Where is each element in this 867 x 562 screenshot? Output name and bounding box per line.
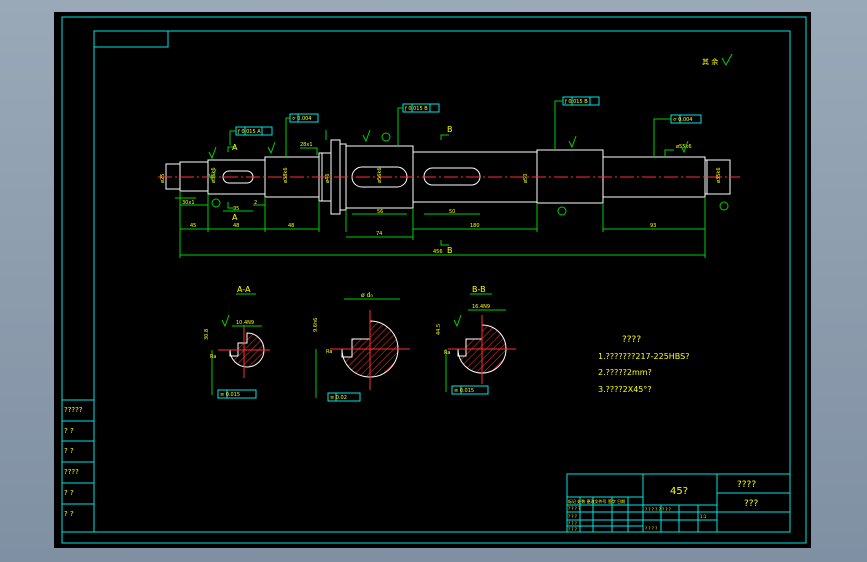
tech-req-line2: 2.?????2mm? xyxy=(598,368,652,377)
svg-text:Ra: Ra xyxy=(444,350,450,356)
svg-text:16.4N9: 16.4N9 xyxy=(472,304,490,310)
svg-text:30.8: 30.8 xyxy=(204,329,210,340)
roughness-marks xyxy=(208,129,729,216)
svg-text:? ? ?: ? ? ? xyxy=(568,521,577,526)
svg-text:标记 处数 更改文件号 签字 日期: 标记 处数 更改文件号 签字 日期 xyxy=(568,498,625,504)
title-part-name: ???? xyxy=(737,480,756,490)
svg-text:ø25: ø25 xyxy=(160,174,166,183)
svg-text:1:1: 1:1 xyxy=(700,514,707,519)
svg-text:50: 50 xyxy=(449,209,455,215)
left-strip: ????? ? ? ? ? ???? ? ? ? ? xyxy=(61,399,95,533)
title-block: 标记 处数 更改文件号 签字 日期 ? ? ? ? ? ? ? ? ? ? ? … xyxy=(566,473,791,533)
svg-text:456: 456 xyxy=(433,249,443,255)
svg-text:74: 74 xyxy=(376,231,382,237)
svg-text:9.6h6: 9.6h6 xyxy=(313,318,319,332)
section-view-aa: A-A 10.4N9 30.8 ≡ 0.015 Ra xyxy=(204,285,270,399)
svg-text:93: 93 xyxy=(650,223,656,229)
view-bb-label: B-B xyxy=(472,285,486,294)
svg-text:10.4N9: 10.4N9 xyxy=(236,320,254,326)
svg-text:≡ 0.015: ≡ 0.015 xyxy=(454,388,474,394)
left-strip-row2: ? ? xyxy=(64,427,74,435)
roughness-symbol-corner: 其 余 xyxy=(702,53,733,67)
svg-text:Ra: Ra xyxy=(326,349,332,355)
svg-text:180: 180 xyxy=(470,223,480,229)
svg-text:ø55k6: ø55k6 xyxy=(676,144,692,150)
svg-text:Ra: Ra xyxy=(210,354,216,360)
svg-text:ø50: ø50 xyxy=(523,174,529,183)
svg-text:? ? ?: ? ? ? xyxy=(568,527,577,532)
shaft-main-view xyxy=(158,139,740,215)
left-strip-row3: ? ? xyxy=(64,447,74,455)
section-cuts: A A B B xyxy=(227,125,453,255)
svg-text:48: 48 xyxy=(288,223,294,229)
svg-text:⌭ 0.004: ⌭ 0.004 xyxy=(292,116,312,122)
svg-text:45: 45 xyxy=(190,223,196,229)
left-strip-row6: ? ? xyxy=(64,510,74,518)
title-material: 45? xyxy=(670,486,688,497)
svg-text:ƒ 0.015 A: ƒ 0.015 A xyxy=(237,129,261,135)
svg-text:28x1: 28x1 xyxy=(300,142,313,148)
svg-text:30x1: 30x1 xyxy=(182,200,195,206)
svg-text:ƒ 0.015 B: ƒ 0.015 B xyxy=(404,106,428,112)
view-aa-label: A-A xyxy=(237,285,251,294)
tolerance-frames: ƒ 0.015 A ⌭ 0.004 ƒ 0.015 B ƒ 0.015 B ⌭ … xyxy=(229,96,702,157)
technical-requirements: ???? 1.???????217-225HBS? 2.?????2mm? 3.… xyxy=(598,335,689,394)
svg-text:≡ 0.02: ≡ 0.02 xyxy=(330,395,347,401)
left-strip-row1: ????? xyxy=(64,406,83,414)
svg-text:ø56k6: ø56k6 xyxy=(377,168,383,184)
section-view-middle: ø dn 9.6h6 ≡ 0.02 Ra xyxy=(313,292,410,402)
svg-text:⌭ 0.004: ⌭ 0.004 xyxy=(673,117,693,123)
svg-text:48: 48 xyxy=(233,223,239,229)
svg-text:? ? ?: ? ? ? xyxy=(568,514,577,519)
inner-frame xyxy=(93,30,791,533)
svg-text:ø dn: ø dn xyxy=(361,292,373,299)
section-b-top: B xyxy=(447,125,453,134)
main-dimensions: 45 48 48 180 93 74 456 35 56 50 30x1 2 ø… xyxy=(160,130,722,258)
svg-text:35: 35 xyxy=(233,206,239,212)
title-drawing-no: ??? xyxy=(744,499,759,509)
svg-text:≡ 0.015: ≡ 0.015 xyxy=(220,392,240,398)
corner-box xyxy=(93,30,169,48)
svg-text:? ? ? ?: ? ? ? ? xyxy=(568,506,580,511)
svg-text:? ? ? ?: ? ? ? ? xyxy=(645,526,657,531)
svg-text:ø35k6: ø35k6 xyxy=(716,168,722,184)
svg-text:ƒ 0.015 B: ƒ 0.015 B xyxy=(564,99,588,105)
svg-text:? ? ? ? ? ? ? ?: ? ? ? ? ? ? ? ? xyxy=(645,507,671,512)
tech-req-title: ???? xyxy=(622,335,641,345)
drawing-viewport[interactable] xyxy=(54,12,811,548)
tech-req-line1: 1.???????217-225HBS? xyxy=(598,352,689,361)
svg-text:其 余: 其 余 xyxy=(702,57,718,66)
section-b-bottom: B xyxy=(447,246,453,255)
left-strip-row5: ? ? xyxy=(64,489,74,497)
section-a-top: A xyxy=(232,143,238,152)
svg-text:2: 2 xyxy=(254,200,257,206)
section-view-bb: B-B 16.4N9 44.5 ≡ 0.015 Ra xyxy=(436,285,516,395)
svg-text:56: 56 xyxy=(377,209,383,215)
svg-text:ø46: ø46 xyxy=(325,174,331,183)
svg-text:44.5: 44.5 xyxy=(436,324,442,335)
section-a-bottom: A xyxy=(232,213,238,222)
outer-frame xyxy=(61,16,807,544)
left-strip-row4: ???? xyxy=(64,468,79,476)
svg-text:ø38k6: ø38k6 xyxy=(283,168,289,184)
tech-req-line3: 3.????2X45°? xyxy=(598,385,652,394)
